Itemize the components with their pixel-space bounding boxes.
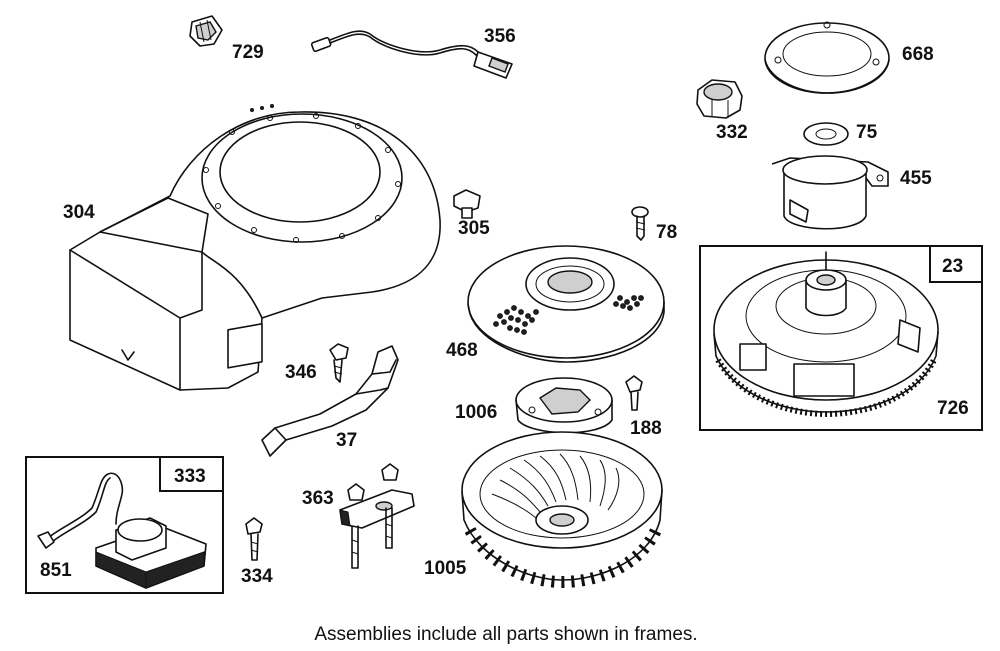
label-346: 346 [285, 362, 317, 383]
part-1005-fan [461, 431, 663, 589]
label-334: 334 [241, 566, 273, 587]
part-305-bolt [453, 189, 481, 219]
label-333: 333 [174, 466, 206, 487]
part-75-washer [803, 122, 849, 146]
label-188: 188 [630, 418, 662, 439]
assembly-frame-333 [25, 456, 224, 594]
label-23: 23 [942, 256, 963, 277]
label-305: 305 [458, 218, 490, 239]
screen-mesh [493, 295, 644, 335]
label-75: 75 [856, 122, 878, 143]
part-1006-ratchet [515, 377, 613, 434]
part-37-air-guide [261, 345, 399, 457]
part-labels: 729 356 668 332 75 455 304 305 78 23 468… [40, 26, 969, 587]
label-455: 455 [900, 168, 932, 189]
label-851: 851 [40, 560, 72, 581]
diagram-caption: Assemblies include all parts shown in fr… [314, 624, 697, 645]
part-726-flywheel [713, 251, 939, 418]
label-356: 356 [484, 26, 516, 47]
label-332: 332 [716, 122, 748, 143]
label-729: 729 [232, 42, 264, 63]
part-455-cup [771, 155, 889, 230]
label-78: 78 [656, 222, 677, 243]
part-668-plate [764, 21, 890, 94]
part-468-screen [467, 245, 665, 363]
part-346-screw [329, 343, 349, 383]
part-356-wire [310, 30, 513, 79]
housing-bolt-holes [203, 113, 401, 243]
label-468: 468 [446, 340, 478, 361]
label-726: 726 [937, 398, 969, 419]
part-851-ignition-coil [37, 472, 207, 589]
part-334-screw [245, 517, 263, 561]
label-37: 37 [336, 430, 357, 451]
part-332-nut [696, 79, 743, 119]
label-668: 668 [902, 44, 934, 65]
part-78-screw [631, 206, 649, 241]
label-304: 304 [63, 202, 95, 223]
part-304-blower-housing [69, 104, 441, 391]
part-188-screw [625, 375, 643, 411]
fan-blades [491, 453, 620, 519]
label-1006: 1006 [455, 402, 497, 423]
label-1005: 1005 [424, 558, 467, 579]
part-729-plug [189, 15, 223, 47]
label-363: 363 [302, 488, 334, 509]
assembly-frame-23 [699, 245, 983, 431]
part-363-bracket [339, 463, 415, 569]
